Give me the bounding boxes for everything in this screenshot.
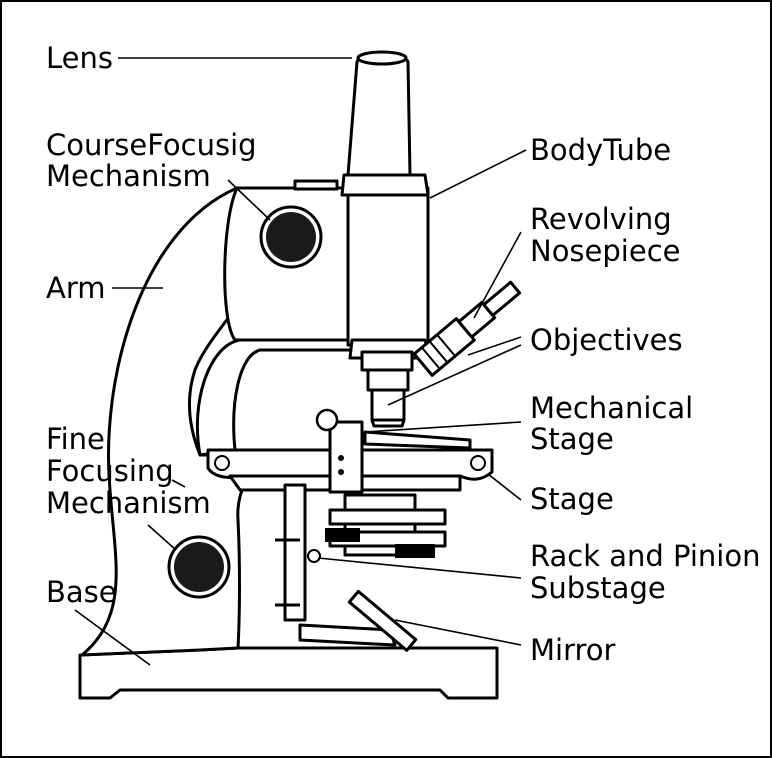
label-base: Base xyxy=(46,575,117,609)
nosepiece-part xyxy=(348,280,522,428)
label-rack-line1: Rack and Pinion xyxy=(530,539,761,573)
label-revolving-line1: Revolving xyxy=(530,202,672,236)
fine-focus-knob xyxy=(167,535,231,599)
label-mirror: Mirror xyxy=(530,633,616,667)
label-fine-focus-line2: Focusing xyxy=(46,454,174,488)
label-fine-focus-line1: Fine xyxy=(46,422,105,456)
arm-part xyxy=(80,186,302,657)
mechanical-stage-part xyxy=(315,408,472,494)
label-coarse-focus-line2: Mechanism xyxy=(46,159,211,193)
coarse-focus-knob xyxy=(259,205,323,269)
body-tube-part xyxy=(340,50,430,347)
base-part xyxy=(78,646,499,700)
label-lens: Lens xyxy=(46,41,113,75)
label-revolving-line2: Nosepiece xyxy=(530,234,680,268)
mirror-part xyxy=(298,589,418,652)
label-body-tube: BodyTube xyxy=(530,133,671,167)
label-coarse-focus-line1: CourseFocusig xyxy=(46,128,257,162)
label-fine-focus-line3: Mechanism xyxy=(46,486,211,520)
label-rack-line2: Substage xyxy=(530,571,666,605)
label-arm: Arm xyxy=(46,271,106,305)
substage-part xyxy=(275,483,447,622)
label-mech-stage-line2: Stage xyxy=(530,422,614,456)
label-stage: Stage xyxy=(530,482,614,516)
label-mech-stage-line1: Mechanical xyxy=(530,391,693,425)
label-objectives: Objectives xyxy=(530,323,683,357)
labels: Lens CourseFocusig Mechanism Arm Fine Fo… xyxy=(46,41,761,667)
leader-lines xyxy=(74,57,527,666)
